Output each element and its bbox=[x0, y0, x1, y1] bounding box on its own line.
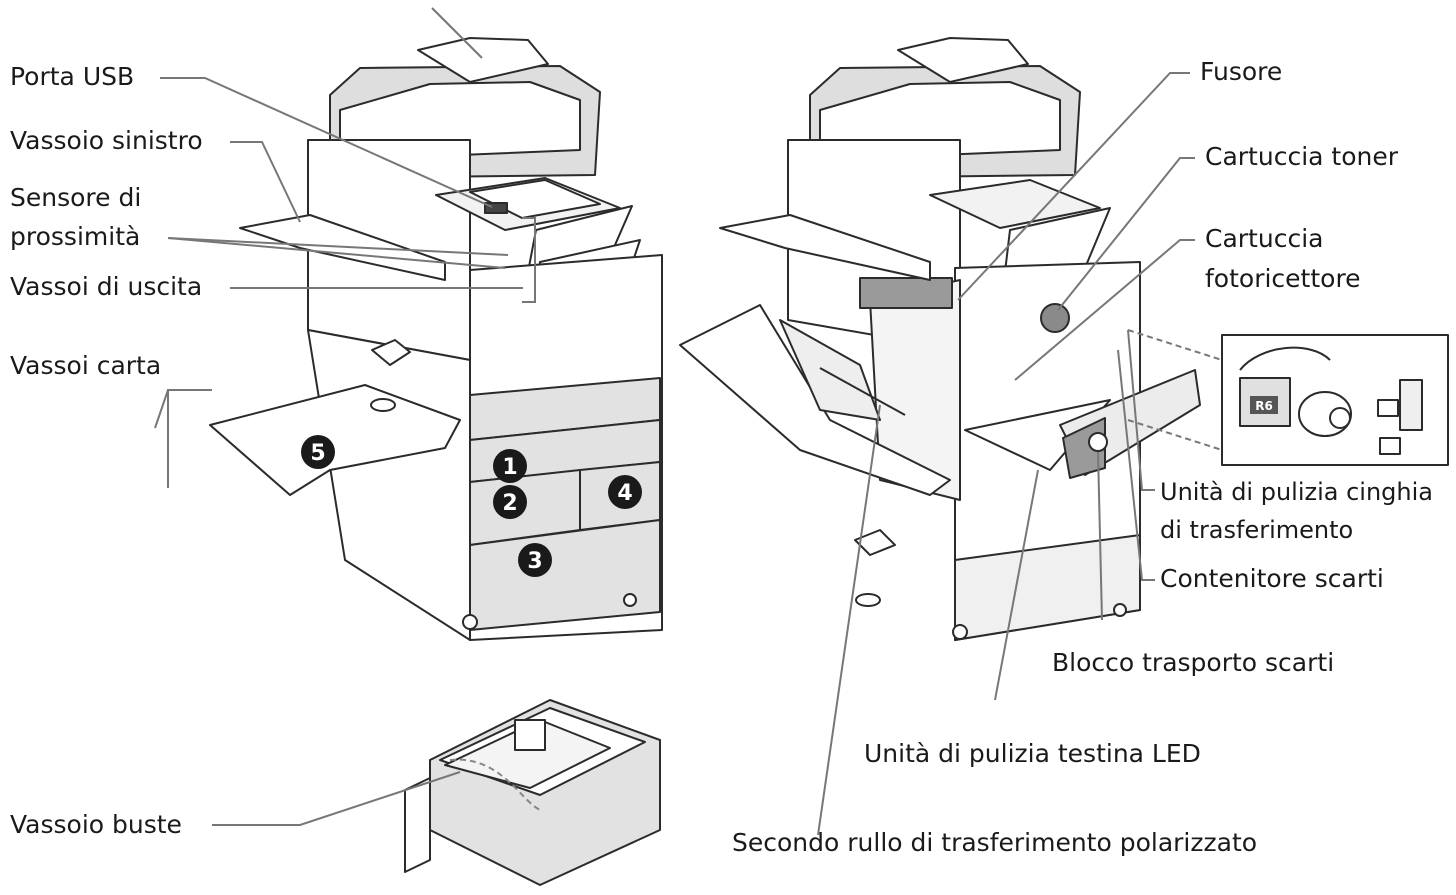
tray-number-badges: 1 2 3 4 5 bbox=[301, 435, 642, 577]
label-porta-usb: Porta USB bbox=[10, 62, 135, 91]
tray-badge-5: 5 bbox=[301, 435, 335, 469]
toner-cartridge bbox=[1040, 303, 1070, 333]
svg-text:4: 4 bbox=[617, 481, 632, 506]
label-cartuccia-toner: Cartuccia toner bbox=[1205, 142, 1399, 171]
left-printer bbox=[209, 37, 663, 641]
label-vassoio-buste: Vassoio buste bbox=[10, 810, 182, 839]
label-cinghia-line2: di trasferimento bbox=[1160, 516, 1354, 544]
svg-text:3: 3 bbox=[527, 549, 542, 574]
label-blocco-trasporto: Blocco trasporto scarti bbox=[1052, 648, 1335, 677]
label-cinghia-line1: Unità di pulizia cinghia bbox=[1160, 478, 1433, 506]
tray-badge-4: 4 bbox=[608, 475, 642, 509]
svg-text:R6: R6 bbox=[1255, 399, 1273, 413]
label-vassoi-uscita: Vassoi di uscita bbox=[10, 272, 203, 301]
tray-badge-2: 2 bbox=[493, 485, 527, 519]
label-sensore-line2: prossimità bbox=[10, 222, 141, 251]
label-sensore-line1: Sensore di bbox=[10, 183, 142, 212]
label-vassoio-sinistro: Vassoio sinistro bbox=[10, 126, 203, 155]
label-secondo-rullo: Secondo rullo di trasferimento polarizza… bbox=[732, 828, 1258, 857]
usb-port bbox=[484, 202, 508, 214]
fuser-unit bbox=[859, 277, 953, 309]
envelope-tray-illustration bbox=[404, 699, 661, 886]
label-fotoricettore-line1: Cartuccia bbox=[1205, 224, 1324, 253]
document-feeder-tray bbox=[417, 37, 549, 83]
tray-badge-3: 3 bbox=[518, 543, 552, 577]
label-contenitore-scarti: Contenitore scarti bbox=[1160, 564, 1384, 593]
leader-lines bbox=[154, 7, 1223, 836]
svg-text:1: 1 bbox=[502, 455, 517, 480]
svg-text:5: 5 bbox=[310, 441, 325, 466]
inset-code-tag: R6 bbox=[1250, 396, 1278, 414]
label-vassoi-carta: Vassoi carta bbox=[10, 351, 162, 380]
label-fusore: Fusore bbox=[1200, 57, 1283, 86]
svg-text:2: 2 bbox=[502, 491, 517, 516]
tray-badge-1: 1 bbox=[493, 449, 527, 483]
label-fotoricettore-line2: fotoricettore bbox=[1205, 264, 1361, 293]
label-testina-led: Unità di pulizia testina LED bbox=[864, 739, 1201, 768]
right-printer bbox=[679, 37, 1201, 641]
